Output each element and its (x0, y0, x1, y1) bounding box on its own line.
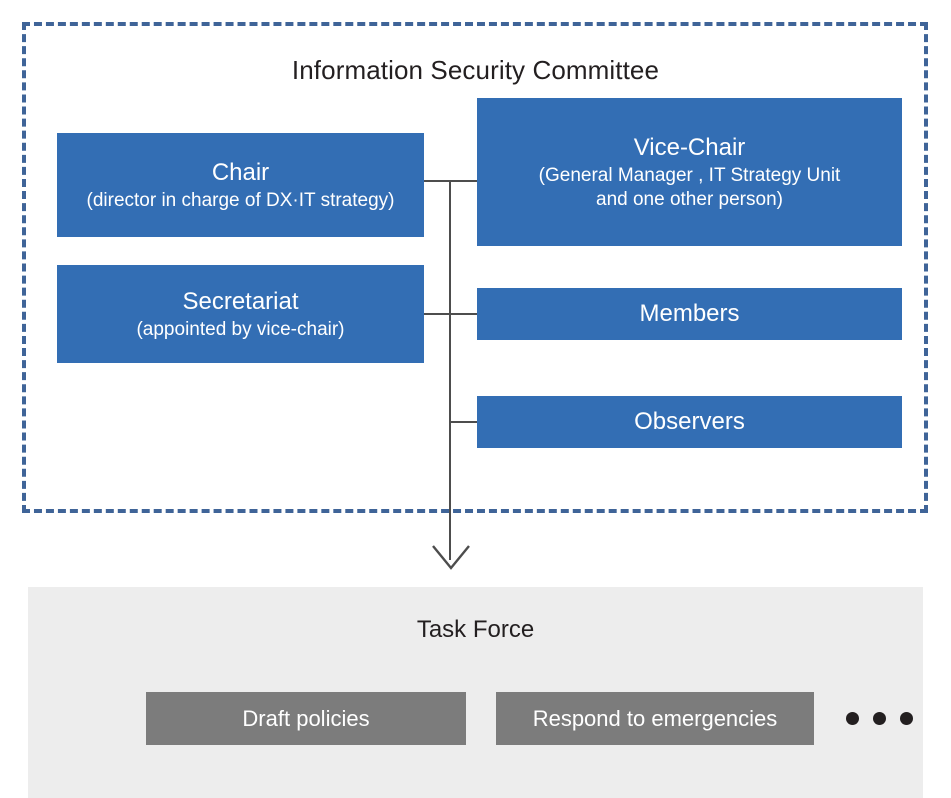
org-node-vice-chair-subtitle-line1: (General Manager , IT Strategy Unit (538, 165, 841, 187)
committee-title: Information Security Committee (291, 55, 660, 85)
ellipsis-icon (846, 712, 913, 725)
task-force-chip-draft-policies[interactable]: Draft policies (146, 692, 466, 745)
task-force-chip-respond-to-emergencies[interactable]: Respond to emergencies (496, 692, 814, 745)
connector-vertical-trunk (449, 181, 451, 560)
org-node-vice-chair-subtitle: (General Manager , IT Strategy Unit and … (539, 164, 841, 210)
org-node-observers-title: Observers (634, 408, 745, 436)
connector-branch-secretariat-members (424, 313, 478, 315)
org-node-chair-title: Chair (211, 158, 270, 186)
connector-branch-observers (449, 421, 478, 423)
task-force-chip-row: Draft policies Respond to emergencies (146, 692, 913, 745)
task-force-chip-label: Respond to emergencies (532, 705, 778, 731)
task-force-title: Task Force (416, 616, 535, 643)
org-node-secretariat-title: Secretariat (182, 287, 299, 315)
ellipsis-dot (873, 712, 886, 725)
org-node-chair-subtitle: (director in charge of DX·IT strategy) (86, 190, 395, 212)
org-node-vice-chair-subtitle-line2: and one other person) (596, 188, 783, 210)
task-force-chip-label: Draft policies (242, 705, 370, 731)
org-node-secretariat[interactable]: Secretariat (appointed by vice-chair) (57, 265, 424, 363)
down-arrow-icon (430, 543, 472, 584)
org-node-members-title: Members (639, 300, 740, 328)
org-node-vice-chair-title: Vice-Chair (633, 134, 746, 162)
org-node-observers[interactable]: Observers (477, 396, 902, 448)
org-node-vice-chair[interactable]: Vice-Chair (General Manager , IT Strateg… (477, 98, 902, 246)
org-node-members[interactable]: Members (477, 288, 902, 340)
org-node-secretariat-subtitle: (appointed by vice-chair) (136, 319, 345, 341)
connector-branch-chair (424, 180, 478, 182)
ellipsis-dot (846, 712, 859, 725)
committee-boundary (22, 22, 928, 513)
org-node-chair[interactable]: Chair (director in charge of DX·IT strat… (57, 133, 424, 237)
ellipsis-dot (900, 712, 913, 725)
